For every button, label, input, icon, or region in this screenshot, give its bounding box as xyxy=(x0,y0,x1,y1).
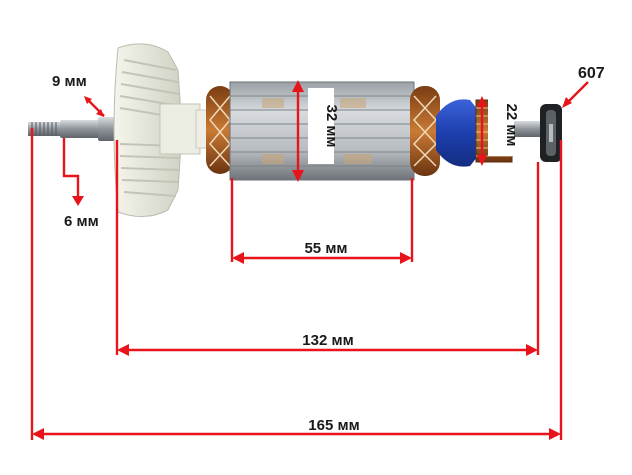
armature xyxy=(28,43,562,217)
bearing-label: 607 xyxy=(578,65,605,82)
winding-insulation xyxy=(436,99,478,167)
thread-diameter-arrow xyxy=(62,138,84,206)
right-winding xyxy=(410,86,440,176)
shaft-diameter-arrow xyxy=(84,96,105,117)
core-diameter-label-bg xyxy=(308,88,334,164)
commutator-diameter-label-bg xyxy=(488,94,514,156)
bearing-arrow xyxy=(562,81,589,108)
bearing-607 xyxy=(540,104,562,162)
left-winding xyxy=(206,86,234,174)
rear-shaft xyxy=(512,121,542,137)
core-length-arrow xyxy=(232,252,412,264)
commutator-diameter-label: 22 мм xyxy=(503,103,520,146)
core-length-label: 55 мм xyxy=(304,240,347,257)
shaft-diameter-label: 9 мм xyxy=(52,73,87,90)
total-length-label: 165 мм xyxy=(308,417,359,434)
thread-diameter-label: 6 мм xyxy=(64,213,99,230)
cooling-fan xyxy=(113,43,201,217)
core-diameter-arrow xyxy=(292,80,304,182)
commutator-diameter-arrow xyxy=(477,96,487,166)
fan-to-bearing-length-label: 132 мм xyxy=(302,332,353,349)
core-diameter-label: 32 мм xyxy=(323,104,340,147)
dimension-lines xyxy=(30,80,589,440)
total-length-arrow xyxy=(32,428,561,440)
fan-to-bearing-length-arrow xyxy=(117,344,538,356)
